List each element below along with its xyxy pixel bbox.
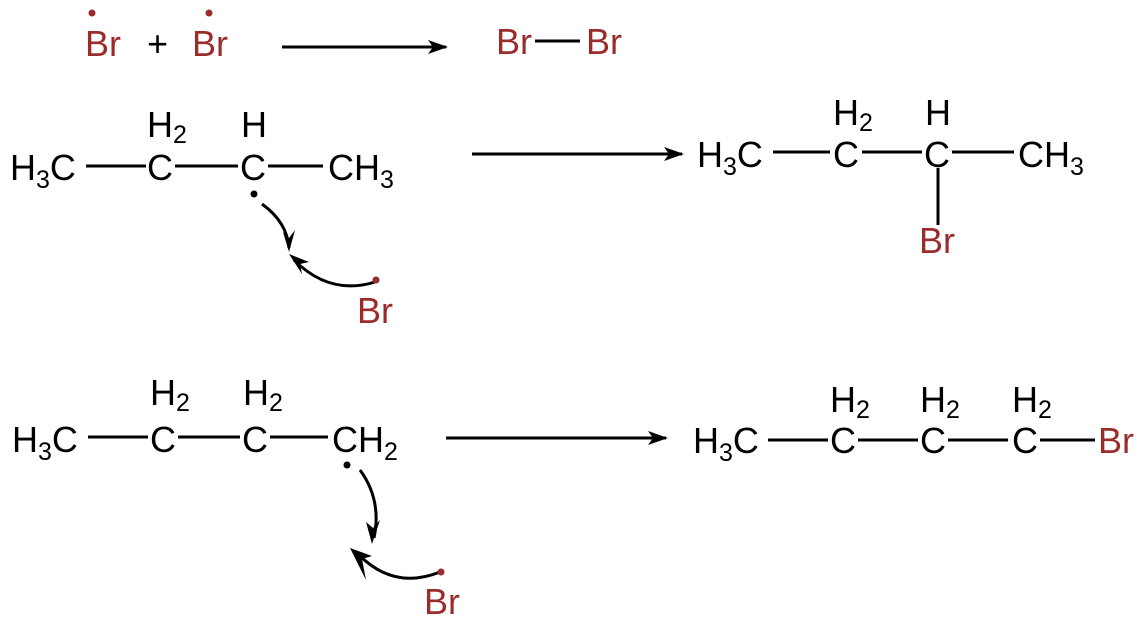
- methylene-radical-group: CH2: [332, 419, 398, 466]
- methyl-group: H3C: [693, 420, 759, 467]
- methyl-group: CH3: [328, 147, 394, 194]
- termination-reaction: Br + Br Br Br: [85, 9, 622, 64]
- carbon-atom: C: [242, 419, 268, 460]
- radical-dot: [437, 568, 445, 576]
- electron-arrow: [292, 258, 376, 288]
- electron-arrow: [358, 554, 441, 580]
- arrowhead: [289, 254, 309, 274]
- carbon-atom: C: [830, 420, 856, 461]
- carbon-atom: C: [920, 420, 946, 461]
- hydrogen-label: H2: [1012, 379, 1052, 424]
- carbon-atom: C: [833, 134, 859, 175]
- hydrogen-label: H2: [147, 104, 187, 149]
- carbon-atom: C: [147, 147, 173, 188]
- primary-bromination: H3C C H2 C H2 CH2 Br H3C C H2 C H2 C: [12, 372, 1134, 622]
- bromine-substituent: Br: [1098, 420, 1134, 461]
- bromine-substituent: Br: [919, 220, 955, 261]
- carbon-atom: C: [150, 419, 176, 460]
- arrowhead: [350, 548, 372, 580]
- hydrogen-label: H2: [920, 379, 960, 424]
- arrowhead: [366, 520, 380, 544]
- radical-dot: [343, 461, 351, 469]
- bromine-atom: Br: [586, 21, 622, 62]
- radical-dot: [372, 276, 380, 284]
- hydrogen-label: H2: [830, 379, 870, 424]
- bromine-atom: Br: [496, 21, 532, 62]
- bromine-radical: Br: [424, 581, 460, 622]
- hydrogen-label: H2: [833, 92, 873, 137]
- radical-dot: [88, 9, 96, 17]
- plus-sign: +: [147, 23, 168, 64]
- hydrogen-label: H: [241, 104, 267, 145]
- methyl-group: H3C: [12, 419, 78, 466]
- hydrogen-label: H: [925, 92, 951, 133]
- carbon-atom: C: [1012, 420, 1038, 461]
- radical-dot: [250, 190, 258, 198]
- carbon-atom: C: [240, 147, 266, 188]
- bromine-radical-1: Br: [85, 23, 121, 64]
- methyl-group: H3C: [697, 134, 763, 181]
- butyl-radical: H3C C H2 C H2 CH2: [12, 372, 398, 469]
- bromine-radical-2: Br: [192, 23, 228, 64]
- hydrogen-label: H2: [243, 372, 283, 417]
- 2-bromobutane: H3C C H2 C H CH3 Br: [697, 92, 1084, 261]
- radical-dot: [205, 9, 213, 17]
- arrowhead: [283, 230, 295, 252]
- methyl-group: H3C: [10, 147, 76, 194]
- methyl-group: CH3: [1018, 134, 1084, 181]
- butan-2-yl-radical: H3C C H2 C H CH3: [10, 104, 394, 198]
- secondary-bromination: H3C C H2 C H CH3 Br H3C C H2 C H CH3: [10, 92, 1084, 331]
- bromine-radical: Br: [357, 290, 393, 331]
- 1-bromobutane: H3C C H2 C H2 C H2 Br: [693, 379, 1134, 467]
- electron-arrow: [261, 202, 291, 249]
- hydrogen-label: H2: [150, 372, 190, 417]
